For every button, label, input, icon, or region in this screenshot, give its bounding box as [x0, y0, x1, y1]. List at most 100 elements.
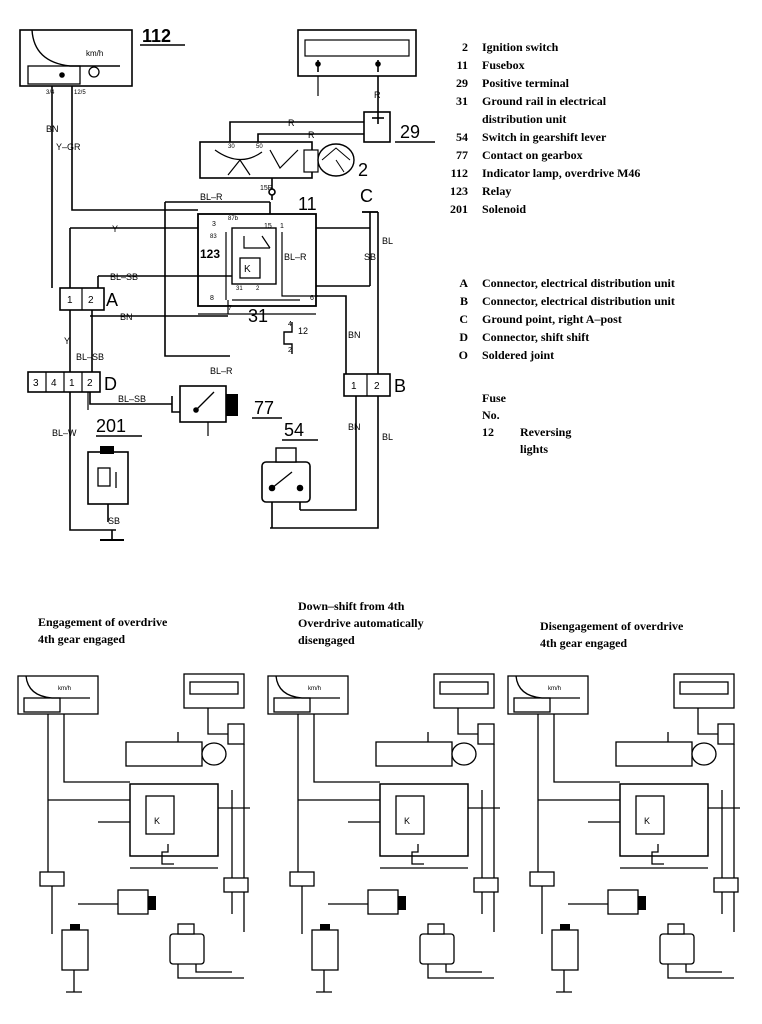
mini-relay: [145, 795, 175, 835]
wire-blr-2: BL–R: [284, 252, 307, 262]
wire-y-1: Y: [112, 224, 118, 234]
mini-ignition: [615, 741, 693, 767]
wire-bn-2: BN: [120, 312, 133, 322]
label-112: 112: [142, 26, 171, 46]
term-15: 15: [264, 223, 272, 230]
mini-terminal: [477, 723, 495, 745]
mini-wire: [553, 714, 620, 783]
legend-label: Switch in gearshift lever: [482, 130, 607, 144]
term-4: 4: [288, 321, 292, 328]
connector-a: [59, 287, 105, 311]
mini-switch-54: [169, 933, 205, 965]
caption-line: 4th gear engaged: [38, 632, 126, 646]
mini-diagram-disengagement: km/hK: [507, 673, 740, 993]
legend-number: 77: [456, 148, 468, 162]
mini-connector-a: [529, 871, 555, 887]
mini-switch-button: [667, 923, 685, 935]
pin-a1: 1: [67, 295, 73, 306]
mini-terminal: [227, 723, 245, 745]
wire-ygr: Y–GR: [56, 142, 81, 152]
legend-label: Connector, electrical distribution unit: [482, 276, 675, 290]
wire-blr-1: BL–R: [200, 192, 223, 202]
fusebox-top: [297, 29, 417, 77]
mini-relay-k: K: [154, 816, 160, 826]
gearshift-switch-54: [261, 447, 311, 528]
label-d: D: [104, 374, 117, 394]
term-31: 31: [236, 286, 243, 292]
term-3: 3: [212, 221, 216, 228]
mini-wire: [427, 964, 494, 979]
mini-lamp-window: [513, 697, 551, 713]
mini-switch-button: [427, 923, 445, 935]
mini-connector-b: [713, 877, 739, 893]
term-30: 30: [228, 144, 235, 150]
term-6: 6: [310, 295, 314, 302]
mini-relay-k: K: [404, 816, 410, 826]
legend-letter: C: [459, 312, 468, 326]
legend-letter: D: [459, 330, 468, 344]
fuse-header: Fuse: [482, 391, 506, 405]
label-a: A: [106, 290, 118, 310]
label-15r: 15R: [260, 185, 273, 192]
relay-123: [231, 227, 277, 285]
legend-number: 112: [450, 166, 468, 180]
mini-relay: [395, 795, 425, 835]
fuse-label: Reversing lights: [520, 425, 572, 456]
legend-label: Positive terminal: [482, 76, 569, 90]
legend-label: Solenoid: [482, 202, 527, 216]
mini-solenoid-ground: [66, 970, 82, 993]
fuse-12: [283, 322, 293, 354]
mini-kmh-label: km/h: [58, 686, 71, 692]
mini-fusebox-window: [679, 681, 729, 695]
wire-bl-2: BL: [382, 432, 393, 442]
connector-legend: A Connector, electrical distribution unit…: [459, 274, 675, 364]
mini-contact-plug: [148, 896, 156, 910]
mini-solenoid: [551, 929, 579, 971]
mini-wire: [177, 964, 244, 979]
mini-fusebox-window: [189, 681, 239, 695]
legend-label: distribution unit: [482, 112, 567, 126]
mini-solenoid-ground: [316, 970, 332, 993]
mini-wire: [195, 964, 232, 973]
legend-number: 2: [462, 40, 468, 54]
mini-kmh-label: km/h: [548, 686, 561, 692]
mini-ignition-lock: [691, 742, 717, 766]
wire-bn-3: BN: [348, 330, 361, 340]
mini-fuse: [651, 844, 664, 865]
mini-fusebox-top: [433, 673, 495, 709]
wire-bl-1: BL: [382, 236, 393, 246]
mini-fuse: [411, 844, 424, 865]
caption-line: 4th gear engaged: [540, 636, 628, 650]
label-123: 123: [200, 247, 220, 261]
indicator-lamp-112: [19, 29, 133, 87]
pin-d3: 3: [33, 378, 39, 389]
connector-b: [343, 373, 391, 397]
term-8: 8: [210, 295, 214, 302]
legend-item: D Connector, shift shift: [459, 328, 675, 346]
mini-switch-button: [177, 923, 195, 935]
legend-letter: A: [459, 276, 468, 290]
wire-bn-1: BN: [46, 124, 59, 134]
mini-solenoid-ground: [556, 970, 572, 993]
label-29: 29: [400, 122, 420, 142]
label-12: 12: [298, 326, 308, 336]
mini-wire: [63, 714, 130, 783]
mini-terminal: [717, 723, 735, 745]
legend-label: Fusebox: [482, 58, 525, 72]
mini-contact-77: [117, 889, 149, 915]
legend-label: Connector, shift shift: [482, 330, 590, 344]
mini-wire: [697, 708, 718, 735]
mini-relay-k: K: [644, 816, 650, 826]
mini-lamp: [17, 675, 99, 715]
pin-a2: 2: [88, 295, 94, 306]
mini-diagram-engagement: km/hK: [17, 673, 250, 993]
wire-blsb-3: BL–SB: [118, 394, 146, 404]
mini-lamp-window: [23, 697, 61, 713]
mini-contact-plug: [638, 896, 646, 910]
